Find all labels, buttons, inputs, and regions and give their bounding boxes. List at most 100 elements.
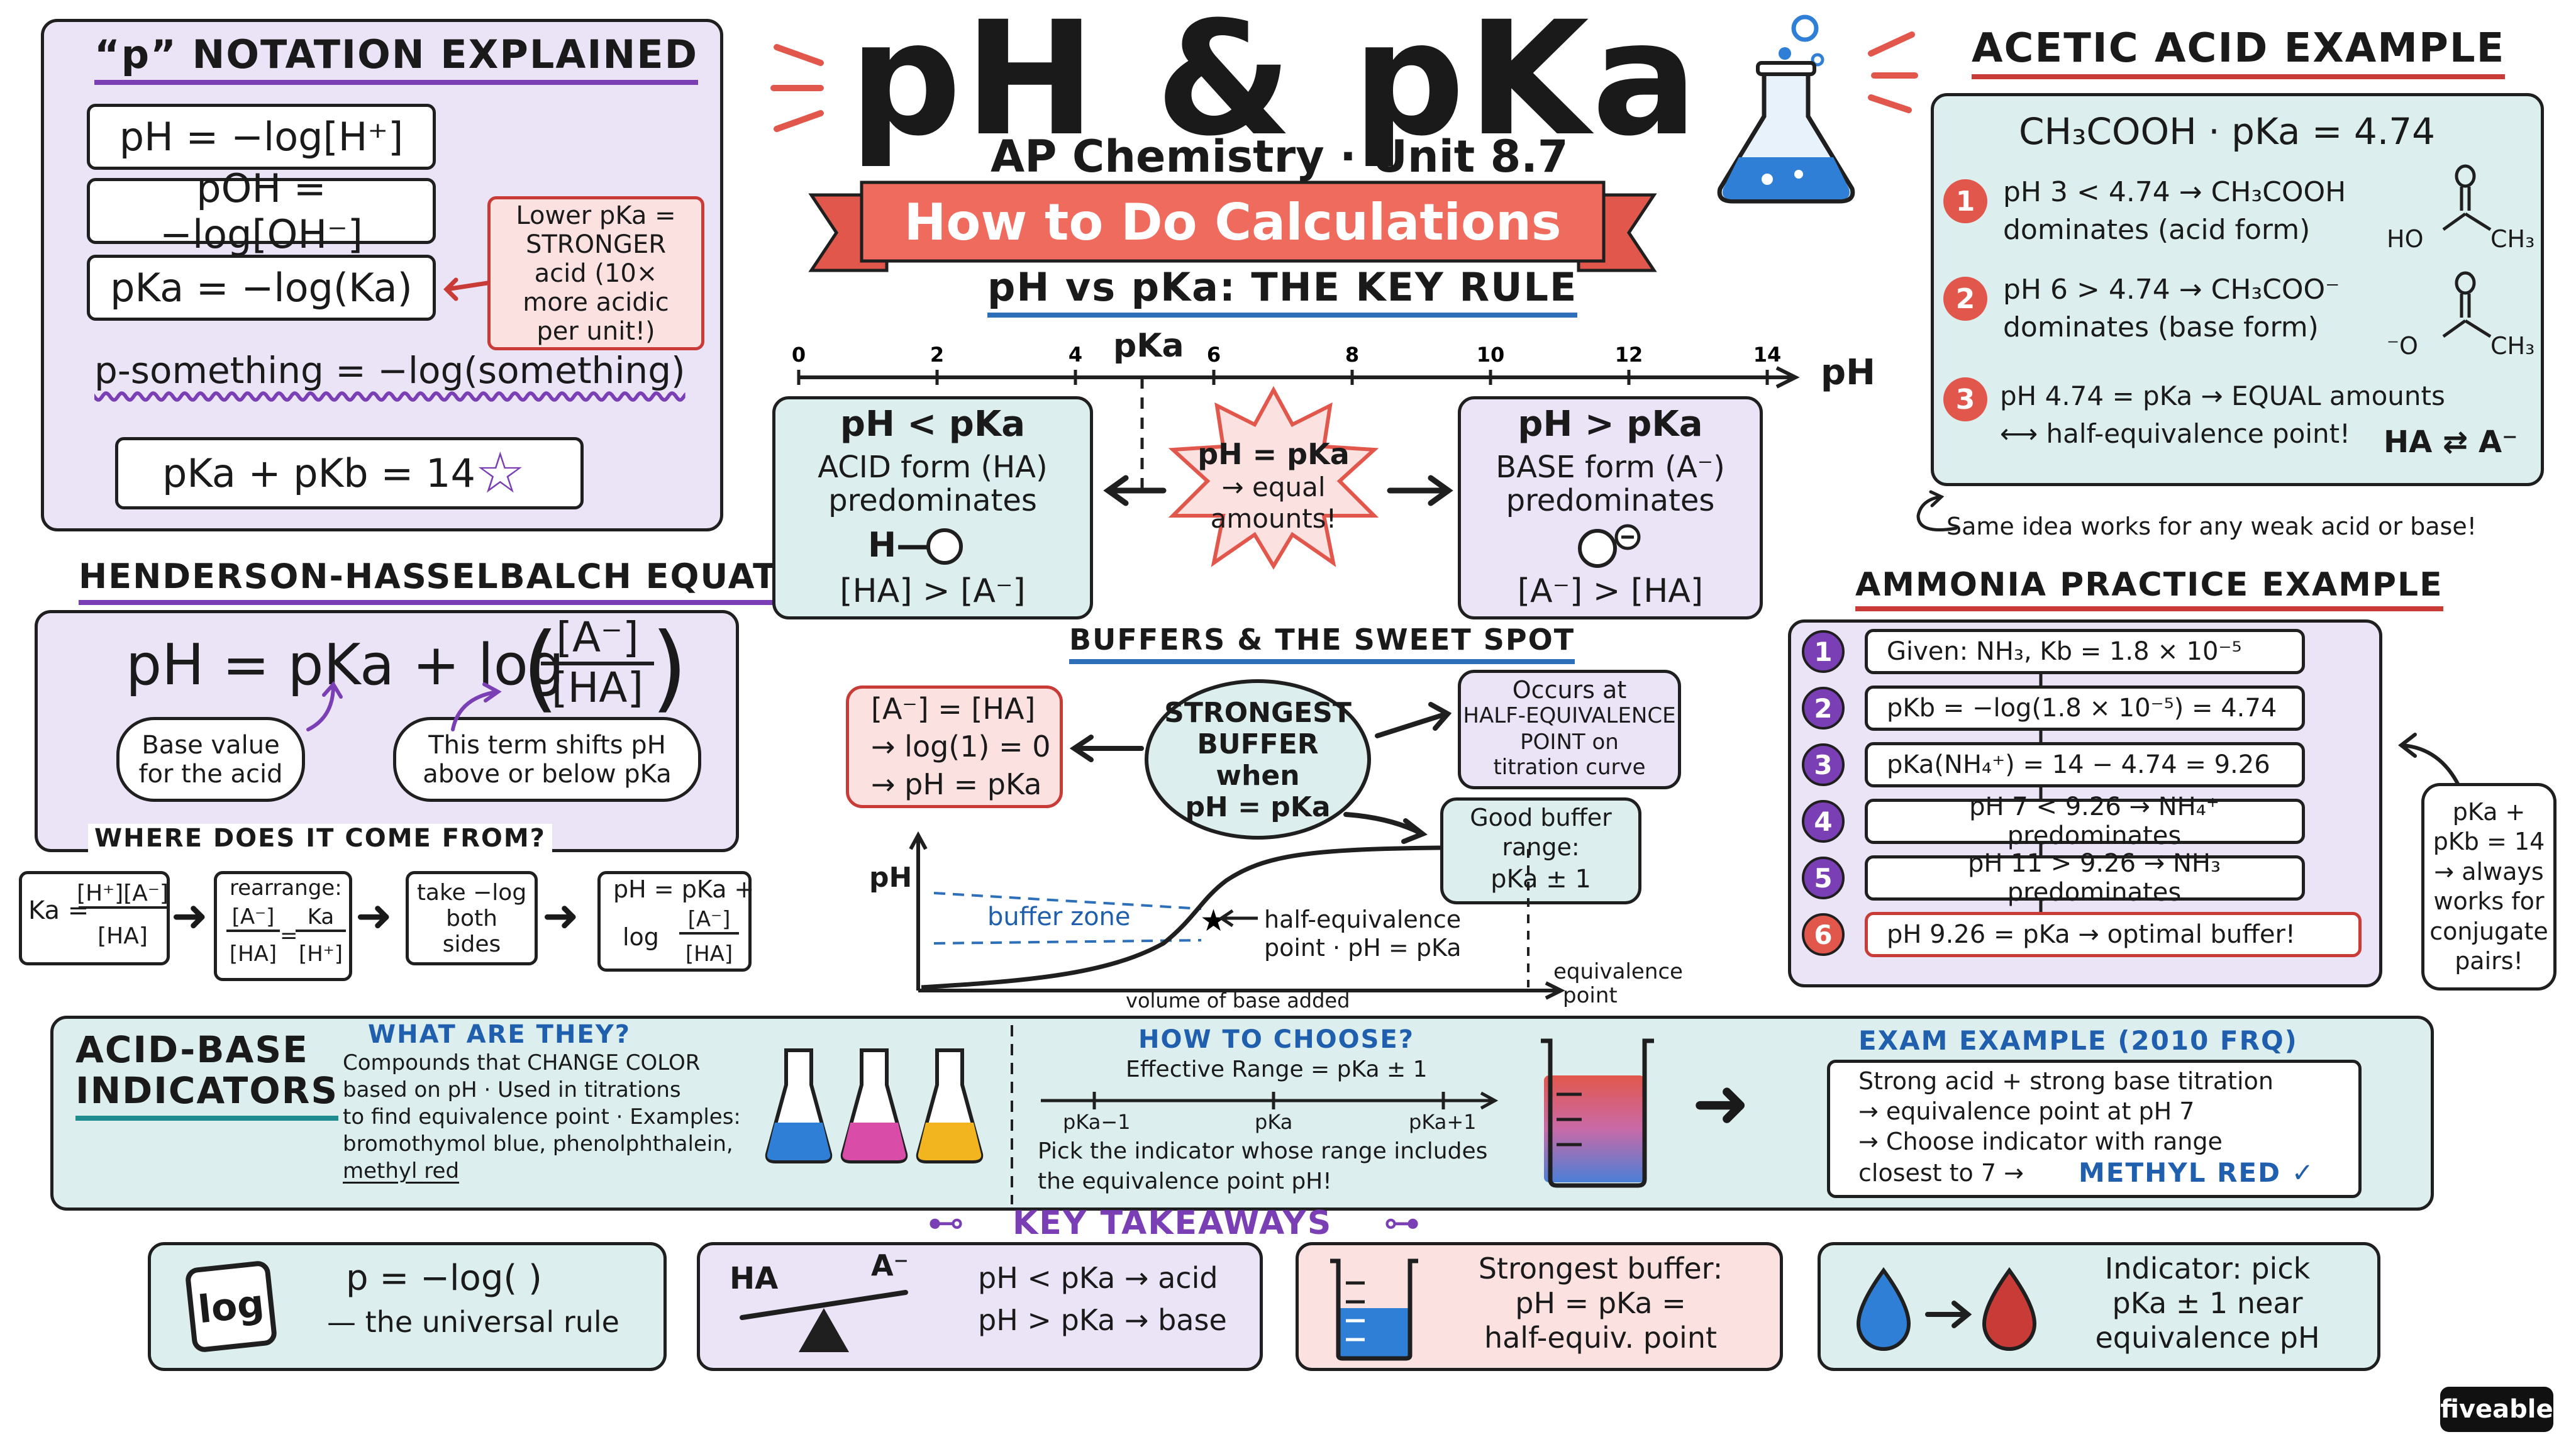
base-line2: predominates: [1506, 483, 1715, 518]
takeaways-heading: KEY TAKEAWAYS: [1013, 1204, 1333, 1242]
equal-line2: → equal: [1221, 472, 1326, 502]
seesaw-a-minus: A⁻: [871, 1248, 909, 1282]
takeaway-4-a: Indicator: pick: [2104, 1252, 2311, 1285]
step4-log: log: [623, 923, 659, 951]
equal-starburst: [1168, 386, 1379, 570]
ammonia-step-text: pH 9.26 = pKa → optimal buffer!: [1865, 912, 2362, 957]
half-equiv-label-1: half-equivalence: [1264, 906, 1462, 933]
half-equiv-label-2: point · pH = pKa: [1264, 934, 1462, 962]
buffer-range-box: [1440, 797, 1641, 904]
acid-mol-h: H—: [868, 525, 931, 565]
ammonia-step-text: pH 7 < 9.26 → NH₄⁺ predominates: [1865, 792, 2305, 850]
acid-line1: ACID form (HA): [818, 450, 1048, 485]
takeaway-3-c: half-equiv. point: [1484, 1321, 1718, 1355]
ammonia-step-badge: 2: [1802, 687, 1845, 730]
buffer-zone-label: buffer zone: [987, 902, 1131, 931]
ammonia-step-badge: 5: [1802, 857, 1845, 899]
step4-num: [A⁻]: [679, 907, 739, 935]
hh-note-shift: This term shifts pH above or below pKa: [393, 717, 701, 802]
takeaway-3-b: pH = pKa =: [1515, 1286, 1686, 1320]
derivation-step-2: [214, 871, 352, 981]
acetic-r3-b: ⟷ half-equivalence point!: [2000, 418, 2350, 449]
ph-tick-label-2: 2: [930, 343, 944, 367]
acetic-r1-a: pH 3 < 4.74 → CH₃COOH: [2003, 176, 2346, 208]
what-title: WHAT ARE THEY?: [368, 1020, 631, 1049]
buffers-heading: BUFFERS & THE SWEET SPOT: [1069, 623, 1575, 664]
indicators-heading-1: ACID-BASE: [75, 1028, 309, 1071]
log-icon: log: [184, 1260, 278, 1353]
hh-paren-close: ): [651, 613, 688, 723]
acetic-heading: ACETIC ACID EXAMPLE: [1972, 25, 2506, 79]
takeaway-4: [1818, 1242, 2380, 1371]
beaker-gradient-icon: [1541, 1038, 1654, 1188]
derivation-step-1: [19, 871, 170, 965]
exam-box: [1827, 1060, 2362, 1198]
step-arrow-2: ➜: [355, 890, 392, 941]
ph-tick-label-4: 4: [1069, 343, 1082, 367]
banner-text: How to Do Calculations: [904, 192, 1562, 252]
equal-line1: pH = pKa: [1197, 437, 1350, 471]
acid-molecule-circle: [926, 528, 963, 565]
drop-color-change-icon: [1856, 1267, 2037, 1351]
ph-tick-label-0: 0: [792, 343, 806, 367]
ammonia-side-arrow: [2398, 733, 2461, 788]
p-notation-heading: “p” NOTATION EXPLAINED: [94, 31, 699, 85]
half-equivalence-box: [1458, 670, 1681, 789]
footnote-curl-arrow: [1916, 490, 1958, 531]
ammonia-step-text: pKb = −log(1.8 × 10⁻⁵) = 4.74: [1865, 686, 2305, 731]
acetic-panel: [1931, 93, 2544, 486]
key-icon-left: ⊷: [928, 1201, 964, 1244]
takeaway-2-b: pH > pKa → base: [978, 1303, 1227, 1337]
what-1: Compounds that CHANGE COLOR: [343, 1050, 701, 1075]
brand-badge: fiveable: [2440, 1387, 2553, 1432]
strongest-1: STRONGEST: [1164, 697, 1352, 729]
acetic-acid-structure: [2442, 164, 2492, 231]
range-2: range:: [1502, 833, 1580, 861]
hh-note-base: Base value for the acid: [116, 717, 305, 802]
hh-paren-open: (: [522, 613, 559, 723]
buffer-connector-arrows: [1069, 702, 1452, 844]
acetic-step-1-badge: 1: [1943, 179, 1987, 223]
base-form-box: [1458, 396, 1763, 619]
derivation-step-3: take −log both sides: [406, 871, 538, 965]
pka-marker-label: pKa: [1113, 327, 1184, 365]
spark-lines-right: [1868, 31, 1918, 113]
step2-num2: Ka: [296, 904, 346, 932]
ammonia-step-text: pH 11 > 9.26 → NH₃ predominates: [1865, 849, 2305, 907]
main-title: pH & pKa: [849, 0, 1701, 170]
acid-title: pH < pKa: [840, 404, 1026, 445]
poh-equation: pOH = −log[OH⁻]: [87, 165, 436, 257]
acetic-step-2-badge: 2: [1943, 277, 1987, 321]
exam-3: → Choose indicator with range: [1858, 1128, 2223, 1155]
subtitle: AP Chemistry · Unit 8.7: [991, 131, 1568, 182]
step2-eq: =: [280, 923, 298, 948]
where-heading: WHERE DOES IT COME FROM?: [88, 824, 552, 853]
step1-num: [H⁺][A⁻]: [77, 880, 169, 909]
exam-title: EXAM EXAMPLE (2010 FRQ): [1858, 1025, 2298, 1056]
base-conc: [A⁻] > [HA]: [1517, 572, 1704, 610]
acetic-footnote: Same idea works for any weak acid or bas…: [1946, 513, 2477, 540]
ammonia-side-note: pKa + pKb = 14 → always works for conjug…: [2421, 783, 2557, 991]
buffer-eq-1: [A⁻] = [HA]: [871, 692, 1036, 726]
ph-tick-label-8: 8: [1345, 343, 1359, 367]
what-2: based on pH · Used in titrations: [343, 1077, 681, 1102]
lower-pka-callout: Lower pKa = STRONGER acid (10× more acid…: [487, 196, 704, 350]
takeaway-1-a: p = −log( ): [346, 1258, 542, 1299]
general-p-rule: p-something = −log(something): [94, 349, 686, 392]
equiv-label-1: equivalence: [1553, 959, 1683, 984]
key-rule-heading: pH vs pKa: THE KEY RULE: [987, 264, 1578, 318]
ammonia-step-badge: 6: [1802, 913, 1845, 956]
acetic-ch3-label-2: CH₃: [2490, 332, 2535, 360]
hh-heading: HENDERSON-HASSELBALCH EQUATION: [79, 557, 852, 605]
acetate-structure: [2442, 271, 2492, 338]
equal-line3: amounts!: [1210, 503, 1337, 534]
callout-arrow: [443, 277, 490, 301]
strongest-buffer-circle: [1145, 679, 1371, 840]
step-arrow-3: ➜: [542, 890, 579, 941]
range-1: Good buffer: [1470, 804, 1612, 831]
occurs-3: POINT on: [1520, 730, 1619, 755]
takeaway-2-a: pH < pKa → acid: [978, 1261, 1218, 1295]
acetic-top-line: CH₃COOH · pKa = 4.74: [2019, 110, 2436, 153]
